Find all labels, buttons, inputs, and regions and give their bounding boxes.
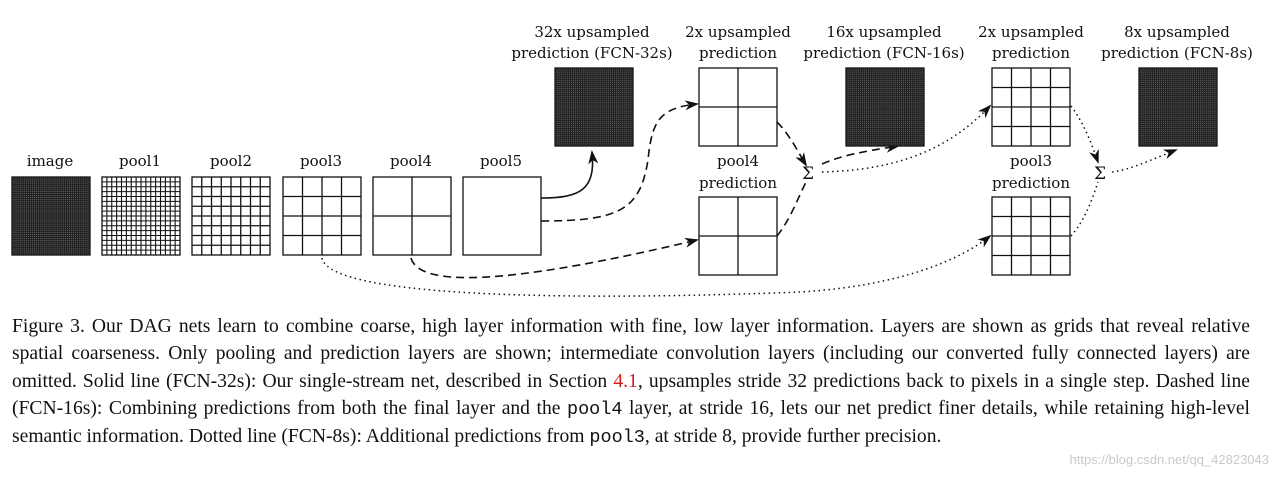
grid-image [11, 176, 91, 256]
label-fcn16-line2: prediction (FCN-16s) [803, 44, 964, 62]
grid-pool1 [101, 176, 181, 256]
grid-pool5 [462, 176, 542, 256]
label-pool4pred-line1: pool4 [717, 152, 759, 170]
caption-text-4: , at stride 8, provide further precision… [644, 426, 942, 448]
label-fcn8-line2: prediction (FCN-8s) [1101, 44, 1253, 62]
label-up2b-line2: prediction [992, 44, 1070, 62]
label-pool4: pool4 [390, 152, 432, 170]
dotted-edge-sum2-fcn8 [1111, 149, 1178, 173]
dotted-edge-pool3pred-sum2 [1070, 181, 1099, 237]
label-fcn32-line2: prediction (FCN-32s) [511, 44, 672, 62]
grid-fcn32 [554, 67, 634, 147]
dotted-edge-sum1-up2b [821, 104, 992, 173]
grid-pool3pred [991, 196, 1071, 276]
caption-code-pool3: pool3 [589, 427, 645, 449]
label-fcn16-line1: 16x upsampled [826, 23, 942, 41]
grid-up2b [991, 67, 1071, 147]
label-fcn8-line1: 8x upsampled [1124, 23, 1230, 41]
dashed-edge-pool5-up2 [540, 100, 699, 222]
label-pool3pred-line1: pool3 [1010, 152, 1052, 170]
caption-text-1: Figure 3. Our DAG nets learn to combine … [12, 316, 1250, 392]
label-pool5: pool5 [480, 152, 522, 170]
label-pool2: pool2 [210, 152, 252, 170]
grid-pool4pred [698, 196, 778, 276]
grid-pool4 [372, 176, 452, 256]
label-pool4pred-line2: prediction [699, 174, 777, 192]
label-pool3: pool3 [300, 152, 342, 170]
caption-text-2: , upsamples stride 32 predictions back t… [12, 370, 1250, 419]
dashed-edge-up2-sum1 [776, 121, 808, 167]
figure-caption: Figure 3. Our DAG nets learn to combine … [12, 313, 1250, 451]
dotted-edge-pool3-pred [321, 234, 992, 297]
label-pool1: pool1 [119, 152, 161, 170]
grid-pool3 [282, 176, 362, 256]
dashed-edge-sum1-fcn16 [821, 142, 900, 165]
dotted-edge-up2b-sum2 [1070, 105, 1099, 164]
label-image: image [27, 152, 74, 170]
dashed-edge-pool4-pred [410, 237, 699, 279]
caption-text-3: layer, at stride 16, lets our net predic… [12, 397, 1251, 448]
label-up2b-line1: 2x upsampled [978, 23, 1084, 41]
dashed-edge-pool4pred-sum1 [776, 181, 807, 237]
label-fcn32-line1: 32x upsampled [534, 23, 650, 41]
caption-code-pool4: pool4 [566, 398, 623, 420]
grid-up2a [698, 67, 778, 147]
sum-node-1: Σ [802, 164, 814, 184]
solid-edge-pool5-fcn32 [540, 150, 599, 199]
grid-fcn8 [1138, 67, 1218, 147]
label-up2a-line1: 2x upsampled [685, 23, 791, 41]
fcn-architecture-diagram: Σ Σ image pool1 pool2 pool3 pool4 pool5 … [11, 23, 1253, 297]
grid-fcn16 [845, 67, 925, 147]
grid-pool2 [191, 176, 271, 256]
sum-node-2: Σ [1094, 164, 1106, 184]
section-reference-link[interactable]: 4.1 [613, 370, 638, 392]
watermark: https://blog.csdn.net/qq_42823043 [1069, 452, 1270, 467]
label-pool3pred-line2: prediction [992, 174, 1070, 192]
label-up2a-line2: prediction [699, 44, 777, 62]
